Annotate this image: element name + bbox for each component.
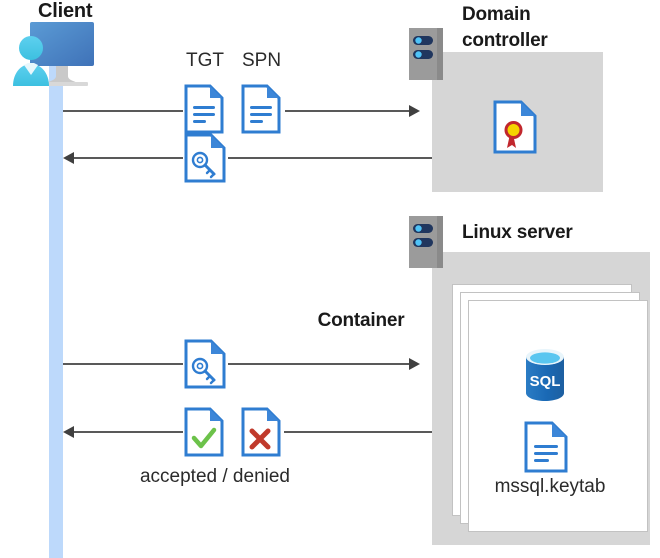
key-document-icon-request — [184, 339, 226, 394]
message-auth-result-line-right — [284, 431, 432, 433]
container-card-front — [468, 300, 648, 532]
domain-controller-server-rack-icon — [409, 28, 443, 85]
tgt-label: TGT — [186, 50, 224, 71]
certificate-document-icon — [493, 100, 537, 159]
message-ticket-presented-arrowhead — [409, 358, 420, 370]
key-document-icon-response — [184, 133, 226, 188]
container-title: Container — [0, 310, 660, 332]
sql-database-icon: SQL — [521, 348, 569, 407]
keytab-document-icon — [524, 421, 568, 478]
domain-controller-title: Domain controller — [462, 2, 612, 54]
client-title: Client — [38, 0, 93, 22]
message-ticket-presented-line-right — [228, 363, 411, 365]
client-lifeline — [49, 62, 63, 558]
linux-server-rack-icon — [409, 216, 443, 273]
keytab-filename-label: mssql.keytab — [494, 476, 606, 497]
message-auth-result-line-left — [74, 431, 183, 433]
svg-text:SQL: SQL — [530, 373, 561, 390]
accepted-document-icon — [184, 407, 224, 462]
accepted-denied-caption: accepted / denied — [139, 466, 290, 487]
message-tgt-spn-arrowhead — [409, 105, 420, 117]
client-workstation-user-icon — [8, 18, 116, 90]
message-tgt-spn-line-right — [285, 110, 411, 112]
linux-server-title: Linux server — [462, 222, 573, 243]
message-ticket-presented-line-left — [63, 363, 183, 365]
message-ticket-response-arrowhead — [63, 152, 74, 164]
message-auth-result-arrowhead — [63, 426, 74, 438]
spn-document-icon — [241, 84, 281, 139]
tgt-document-icon — [184, 84, 224, 139]
domain-controller-title-line1: Domain — [462, 4, 531, 25]
message-tgt-spn-line-left — [63, 110, 183, 112]
container-title-text: Container — [317, 310, 405, 331]
domain-controller-title-line2: controller — [462, 30, 548, 51]
message-ticket-response-line-right — [228, 157, 432, 159]
spn-label: SPN — [242, 50, 282, 71]
denied-document-icon — [241, 407, 281, 462]
message-ticket-response-line-left — [74, 157, 183, 159]
